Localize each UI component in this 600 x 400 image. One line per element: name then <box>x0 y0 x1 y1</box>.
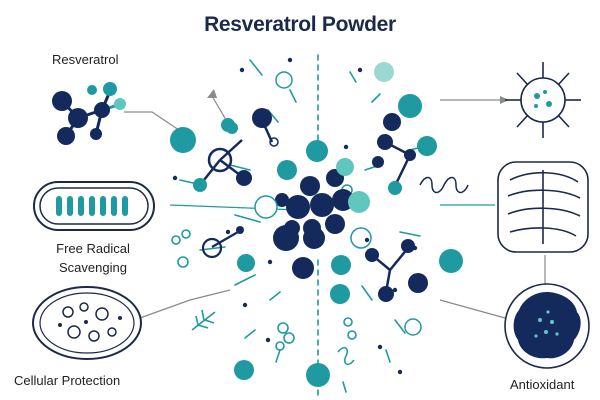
molecule-fragment-icon <box>193 108 279 192</box>
label-resveratrol: Resveratrol <box>52 52 119 67</box>
scattered-dots <box>172 57 418 375</box>
spring-icon <box>419 176 469 194</box>
ring-cluster-icon <box>171 184 357 351</box>
connector-free-radical <box>169 204 301 211</box>
label-line: Free Radical <box>56 241 130 256</box>
antioxidant-icon <box>504 283 590 369</box>
connector-lines <box>124 99 546 319</box>
central-cluster <box>273 169 354 251</box>
neural-network-icon <box>497 161 589 253</box>
cell-icon <box>32 286 142 360</box>
label-cellular-protection: Cellular Protection <box>14 373 121 388</box>
squiggle-icon <box>337 346 355 366</box>
resveratrol-molecule-icon <box>52 82 126 145</box>
capsule-icon <box>33 181 155 231</box>
receptor-icon <box>505 62 581 138</box>
bubbles <box>170 62 463 387</box>
connector-antioxidant <box>439 299 506 319</box>
arrowhead-icon <box>207 89 217 98</box>
label-free-radical-scavenging: Free Radical Scavenging <box>18 239 168 277</box>
molecule-fragment-icon <box>201 226 244 259</box>
label-antioxidant: Antioxidant <box>510 377 575 392</box>
arrowhead-icon <box>500 96 509 104</box>
connector-cellular <box>139 289 231 319</box>
leaf-icon <box>191 309 216 331</box>
page-title: Resveratrol Powder <box>204 13 396 36</box>
connector-resveratrol <box>124 111 183 133</box>
label-line: Scavenging <box>59 260 127 275</box>
molecule-fragment-icon <box>365 113 416 302</box>
